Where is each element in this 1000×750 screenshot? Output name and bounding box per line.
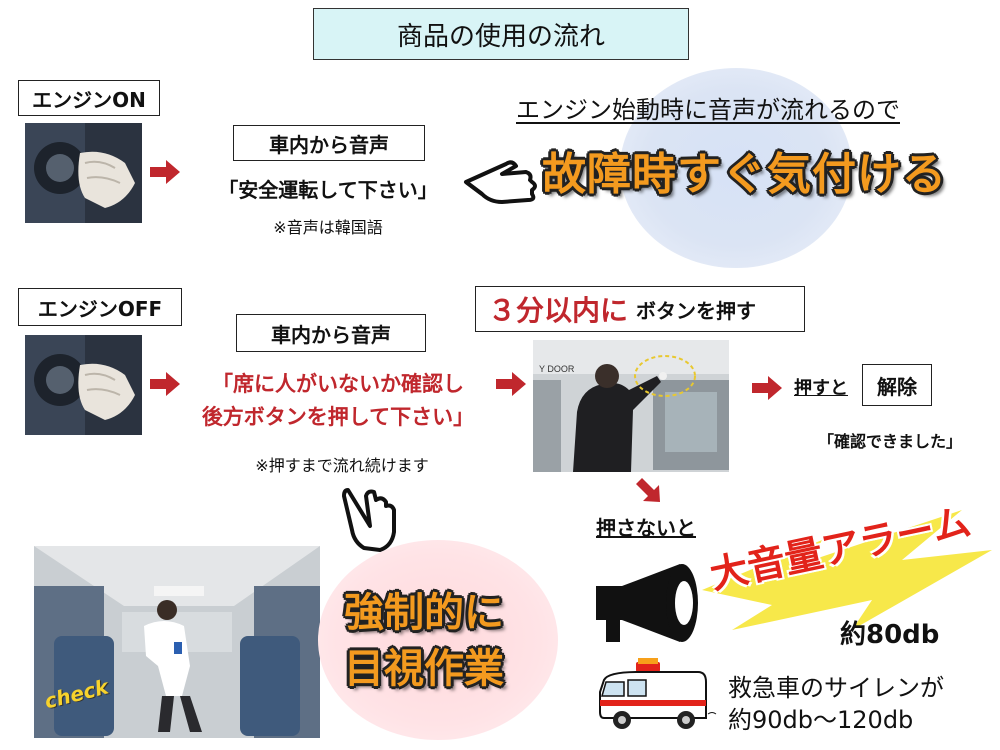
press-instruction: ３分以内に ボタンを押す xyxy=(475,286,805,332)
pointing-hand-icon xyxy=(464,160,537,204)
pointing-hand-down-icon xyxy=(342,488,396,552)
forced-line2: 目視作業 xyxy=(344,646,504,692)
bus-aisle-photo: check xyxy=(34,546,320,738)
if-not-pressed-text: 押さないと xyxy=(596,516,696,540)
engine-off-label: エンジンOFF xyxy=(18,288,182,326)
voice-message-off: 「席に人がいないか確認し 後方ボタンを押して下さい」 xyxy=(178,368,498,434)
forced-line1: 強制的に xyxy=(344,590,504,636)
ignition-photo-off xyxy=(25,335,142,435)
if-pressed-text: 押すと xyxy=(794,378,848,399)
release-label-text: 解除 xyxy=(877,374,917,399)
confirmed-text: 「確認できました」 xyxy=(818,432,963,451)
voice-message-on: 「安全運転して下さい」 xyxy=(218,178,438,202)
engine-on-label-text: エンジンON xyxy=(32,87,146,112)
voice-note-off: ※押すまで流れ続けます xyxy=(255,456,429,475)
ambulance-icon xyxy=(599,658,717,729)
engine-off-label-text: エンジンOFF xyxy=(37,296,163,321)
page-title-text: 商品の使用の流れ xyxy=(396,21,605,52)
svg-text:Y DOOR: Y DOOR xyxy=(539,364,575,374)
benefit-text: 故障時すぐ気付ける xyxy=(542,149,947,200)
ambulance-line1: 救急車のサイレンが xyxy=(728,674,944,702)
arrow-down-right-icon xyxy=(636,478,660,502)
alarm-burst-icon xyxy=(702,510,992,630)
release-label: 解除 xyxy=(862,364,932,406)
voice-label-off-text: 車内から音声 xyxy=(271,322,391,347)
arrow-right-icon xyxy=(496,372,526,396)
arrow-right-icon xyxy=(150,160,180,184)
voice-message-off-line1: 「席に人がいないか確認し xyxy=(212,372,464,396)
press-time-text: ３分以内に xyxy=(488,294,629,327)
engine-on-headline: エンジン始動時に音声が流れるので xyxy=(516,96,900,124)
voice-label-off: 車内から音声 xyxy=(236,314,426,352)
voice-note-on: ※音声は韓国語 xyxy=(273,218,383,237)
alarm-db-text: 約80db xyxy=(840,620,940,650)
forced-inspection-text: 強制的に 目視作業 xyxy=(344,585,504,697)
page-title: 商品の使用の流れ xyxy=(313,8,689,60)
ambulance-line2: 約90db～120db xyxy=(728,706,914,734)
ambulance-text: 救急車のサイレンが 約90db～120db xyxy=(728,672,944,736)
engine-on-label: エンジンON xyxy=(18,80,160,116)
ignition-photo-on xyxy=(25,123,142,223)
voice-label-on-text: 車内から音声 xyxy=(269,132,389,157)
press-button-text: ボタンを押す xyxy=(636,298,757,323)
arrow-right-icon xyxy=(150,372,180,396)
press-button-photo: Y DOOR xyxy=(533,340,729,472)
highlight-oval-blue xyxy=(620,68,852,268)
arrow-right-icon xyxy=(752,376,782,400)
voice-message-off-line2: 後方ボタンを押して下さい」 xyxy=(201,405,475,429)
megaphone-icon xyxy=(596,564,698,642)
voice-label-on: 車内から音声 xyxy=(233,125,425,161)
highlight-oval-pink xyxy=(318,540,558,740)
